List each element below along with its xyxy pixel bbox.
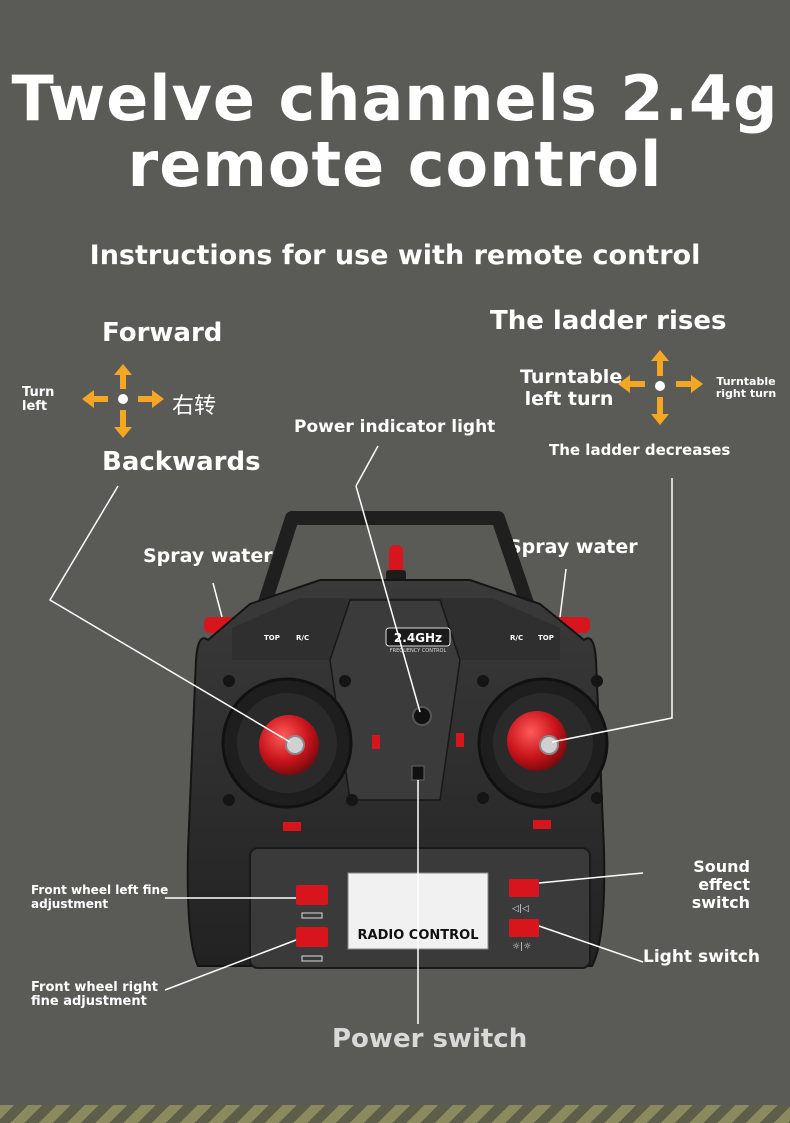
svg-text:☼|☼: ☼|☼ [512, 942, 531, 952]
arrow-up-icon [651, 350, 669, 376]
label-ladder-decreases: The ladder decreases [549, 441, 731, 459]
label-front-wheel-left: Front wheel left fine adjustment [31, 883, 169, 911]
page-subtitle: Instructions for use with remote control [89, 240, 701, 271]
arrow-left-icon [618, 375, 645, 393]
label-spray-water-left: Spray water [143, 545, 273, 567]
arrow-down-icon [651, 397, 669, 425]
front-wheel-right-trim-button[interactable] [296, 927, 328, 947]
page-title: Twelve channels 2.4g remote control [0, 66, 790, 198]
top-label-right: TOP [538, 634, 554, 642]
freq-sub: FREQUENCY CONTROL [390, 648, 447, 654]
label-backwards: Backwards [102, 447, 261, 477]
label-ladder-rises: The ladder rises [490, 306, 727, 336]
front-wheel-left-trim-button[interactable] [296, 885, 328, 905]
arrow-right-icon [676, 375, 703, 393]
label-forward: Forward [102, 318, 223, 348]
arrow-down-icon [114, 410, 132, 438]
left-arrow-cluster [82, 364, 164, 438]
label-turn-left: Turn left [22, 385, 55, 414]
top-label-left: TOP [264, 634, 280, 642]
power-indicator-light [412, 706, 432, 726]
page-title-line2: remote control [127, 128, 663, 201]
light-switch-button[interactable] [509, 919, 539, 937]
label-turntable-left: Turntable left turn [520, 366, 623, 410]
label-turn-right: 右转 [172, 394, 217, 419]
bottom-stripe [0, 1105, 790, 1123]
label-light-switch: Light switch [643, 947, 760, 967]
label-spray-water-right: Spray water [508, 536, 638, 558]
label-power-indicator: Power indicator light [294, 417, 496, 437]
label-power-switch: Power switch [332, 1024, 528, 1054]
leader-lines [48, 445, 673, 1024]
label-front-wheel-right: Front wheel right fine adjustment [31, 980, 158, 1009]
remote-control: 2.4GHz FREQUENCY CONTROL TOP R/C R/C TOP [186, 511, 609, 969]
label-sound-effect: Sound effect switch [691, 857, 750, 912]
rc-label-right: R/C [510, 634, 523, 642]
svg-text:◁|◁: ◁|◁ [512, 904, 529, 914]
freq-logo: 2.4GHz [394, 631, 442, 645]
arrow-up-icon [114, 364, 132, 389]
page-title-line1: Twelve channels 2.4g [11, 62, 779, 135]
right-stick[interactable] [507, 711, 567, 771]
sound-effect-button[interactable] [509, 879, 539, 897]
arrow-left-icon [82, 390, 108, 408]
arrow-right-icon [138, 390, 164, 408]
right-arrow-cluster [618, 350, 703, 425]
power-switch[interactable] [411, 765, 425, 781]
rc-label-left: R/C [296, 634, 309, 642]
label-turntable-right: Turntable right turn [715, 375, 777, 400]
